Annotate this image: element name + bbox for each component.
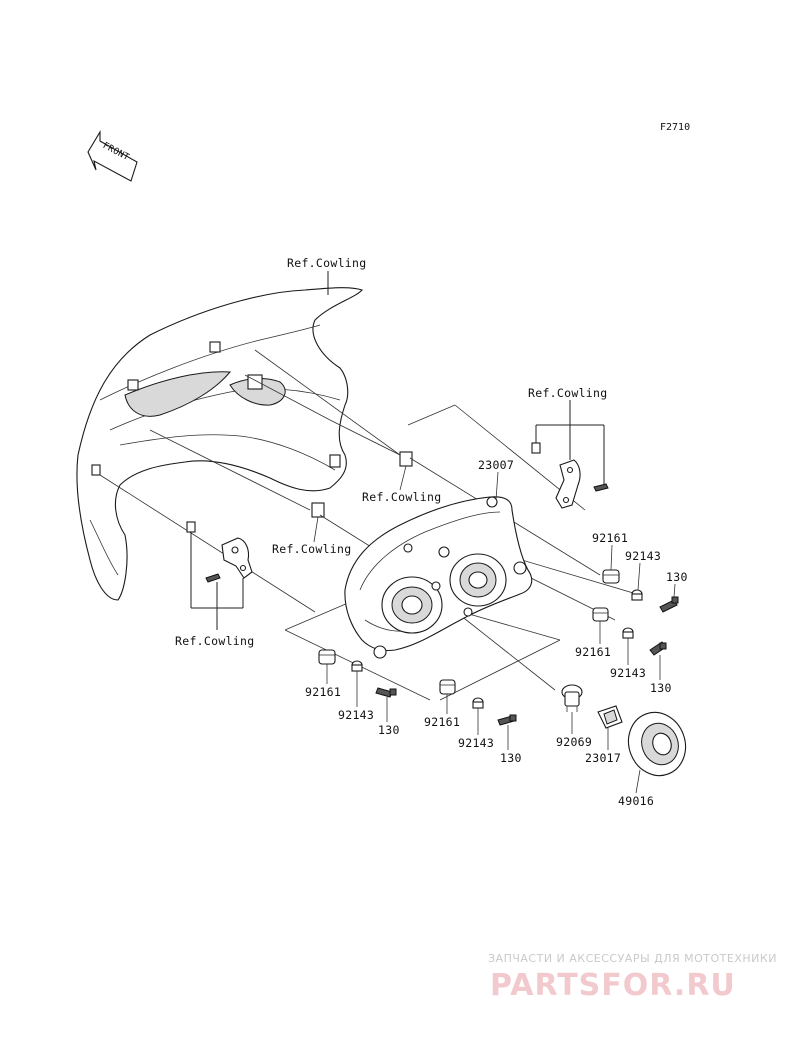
ref-cowling-left-label: Ref.Cowling (175, 634, 254, 648)
grommet-92161-d (439, 679, 456, 695)
part-92161-b-label: 92161 (575, 645, 611, 659)
front-arrow-icon: FRONT (87, 130, 138, 182)
part-130-d-label: 130 (500, 751, 522, 765)
bulb-92069 (561, 684, 583, 712)
ref-cowling-top-label: Ref.Cowling (287, 256, 366, 270)
grommet-92161-c (318, 649, 336, 665)
part-49016-label: 49016 (618, 794, 654, 808)
collar-92143-b (622, 627, 634, 639)
grommet-92161-a (602, 569, 620, 584)
bolt-130-a (659, 596, 679, 613)
part-130-b-label: 130 (650, 681, 672, 695)
ref-cowling-mid-label: Ref.Cowling (362, 490, 441, 504)
bolt-130-d (497, 714, 517, 726)
part-130-a-label: 130 (666, 570, 688, 584)
clip-fastener (311, 502, 325, 518)
dust-cover-49016 (627, 711, 687, 777)
part-92161-c-label: 92161 (305, 685, 341, 699)
part-92143-c-label: 92143 (338, 708, 374, 722)
collar-92143-c (351, 660, 363, 672)
part-23007-label: 23007 (478, 458, 514, 472)
grommet-92161-b (592, 607, 609, 622)
part-23017-label: 23017 (585, 751, 621, 765)
figure-code: F2710 (660, 122, 690, 133)
clip-fastener (399, 451, 413, 467)
ref-cowling-right-label: Ref.Cowling (528, 386, 607, 400)
bolt-130-b (649, 641, 667, 656)
collar-92143-a (631, 589, 643, 601)
left-bracket-group (186, 521, 253, 630)
part-130-c-label: 130 (378, 723, 400, 737)
headlight-assembly (344, 496, 533, 659)
part-92161-d-label: 92161 (424, 715, 460, 729)
socket-23017 (597, 705, 623, 729)
part-92161-a-label: 92161 (592, 531, 628, 545)
watermark-tagline: ЗАПЧАСТИ И АКСЕССУАРЫ ДЛЯ МОТОТЕХНИКИ (488, 952, 777, 965)
bolt-130-c (375, 687, 397, 698)
part-92143-b-label: 92143 (610, 666, 646, 680)
part-92143-d-label: 92143 (458, 736, 494, 750)
watermark-brand: PARTSFOR.RU (490, 968, 736, 1003)
part-92143-a-label: 92143 (625, 549, 661, 563)
part-92069-label: 92069 (556, 735, 592, 749)
right-bracket-group (531, 400, 609, 509)
ref-cowling-center-label: Ref.Cowling (272, 542, 351, 556)
collar-92143-d (472, 697, 484, 709)
